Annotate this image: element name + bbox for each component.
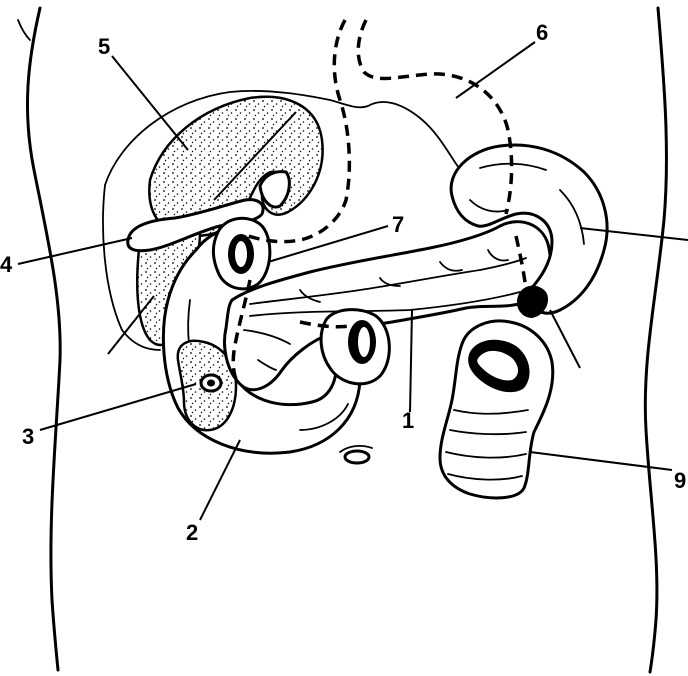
label-5: 5 <box>98 34 110 59</box>
ampulla-region <box>176 339 238 432</box>
pancreas <box>223 220 552 392</box>
label-1: 1 <box>402 408 414 433</box>
splenic-junction-node <box>516 285 549 318</box>
umbilicus <box>339 445 373 465</box>
label-4: 4 <box>0 252 13 277</box>
jejunum-cross-section <box>319 308 391 386</box>
leader-lines <box>17 41 688 521</box>
gallbladder <box>148 95 324 238</box>
bile-duct <box>126 198 265 253</box>
pancreatic-duct <box>249 291 521 317</box>
stomach-dashed-outline <box>231 19 528 385</box>
label-7: 7 <box>392 212 404 237</box>
body-outline <box>17 6 668 674</box>
label-9: 9 <box>674 468 686 493</box>
vessel-cross-section-upper <box>212 216 272 291</box>
label-3: 3 <box>22 424 34 449</box>
liver <box>102 90 463 351</box>
number-labels: 5 6 4 7 3 2 1 9 <box>0 20 686 545</box>
label-6: 6 <box>536 20 548 45</box>
label-2: 2 <box>186 520 198 545</box>
colon-loop <box>438 319 555 500</box>
